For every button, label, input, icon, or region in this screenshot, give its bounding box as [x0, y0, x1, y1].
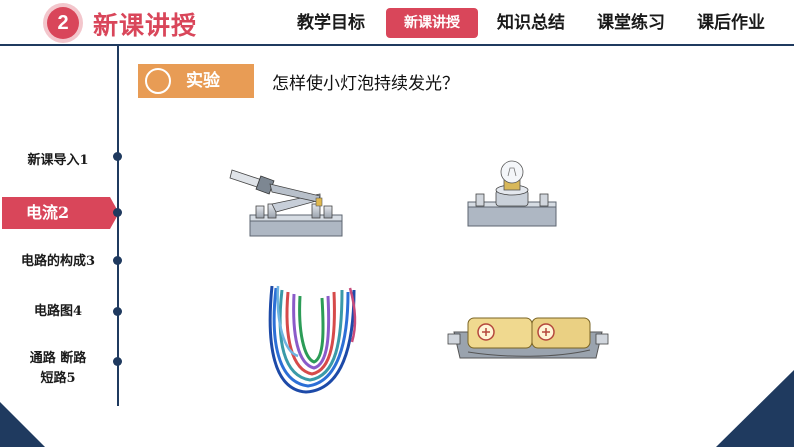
nav-tab-objectives[interactable]: 教学目标 [297, 13, 365, 33]
sidebar-item-intro[interactable]: 新课导入1 [27, 153, 89, 168]
light-bulb-image [467, 160, 557, 227]
sidebar-dot-intro [113, 152, 122, 161]
section-number-badge: 2 [47, 7, 79, 39]
nav-tab-summary[interactable]: 知识总结 [497, 13, 565, 33]
battery-holder-image [447, 317, 609, 359]
nav-tab-practice[interactable]: 课堂练习 [597, 13, 665, 33]
header-divider [0, 44, 794, 46]
corner-decoration-left [0, 402, 45, 447]
header-bar: 2 新课讲授 教学目标 新课讲授 知识总结 课堂练习 课后作业 [0, 0, 794, 46]
sidebar-item-circuit-diagram[interactable]: 电路图4 [33, 304, 83, 319]
experiment-circle-icon [145, 68, 171, 94]
sidebar-dot-open-short [113, 357, 122, 366]
section-title: 新课讲授 [93, 11, 198, 40]
sidebar-dot-current [113, 208, 122, 217]
sidebar-dot-circuit-composition [113, 256, 122, 265]
nav-tab-homework[interactable]: 课后作业 [697, 13, 765, 33]
sidebar-item-circuit-composition[interactable]: 电路的构成3 [20, 254, 96, 269]
sidebar-item-short-circuit[interactable]: 短路5 [40, 371, 76, 386]
knife-switch-image [229, 169, 343, 237]
wires-image [268, 285, 357, 394]
question-text: 怎样使小灯泡持续发光？ [272, 74, 459, 94]
sidebar-item-current[interactable]: 电流2 [26, 203, 70, 222]
nav-tab-new-lesson[interactable]: 新课讲授 [386, 8, 478, 38]
sidebar-item-current-bg [2, 197, 110, 229]
corner-decoration-right [716, 370, 794, 447]
sidebar-dot-circuit-diagram [113, 307, 122, 316]
sidebar-item-open-closed[interactable]: 通路 断路 [29, 351, 87, 366]
experiment-label: 实验 [186, 71, 220, 91]
